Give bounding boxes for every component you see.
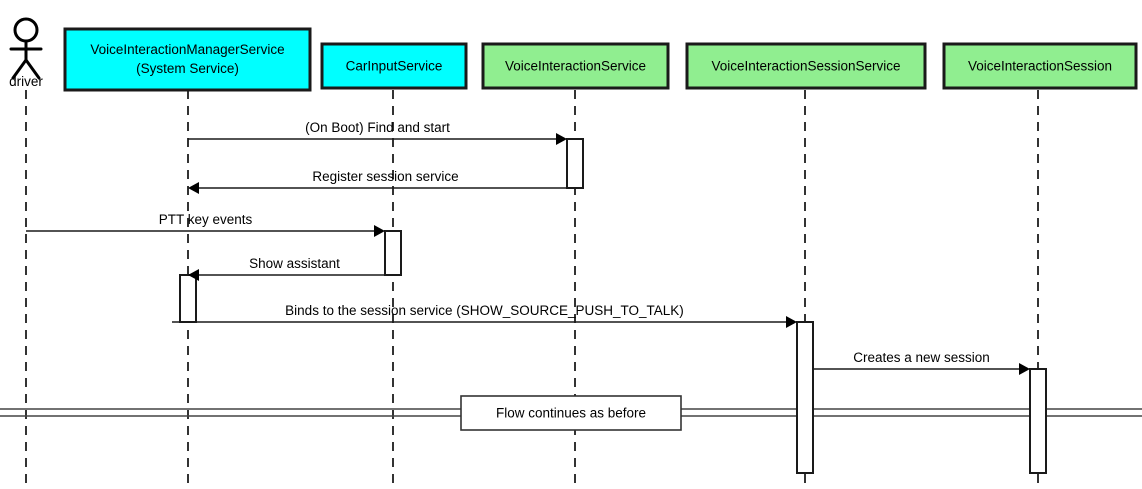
activation-bar-act-vims-1 bbox=[179, 274, 197, 323]
message-msg-on-boot-find-and-start: (On Boot) Find and start bbox=[188, 120, 567, 145]
message-label: Register session service bbox=[312, 169, 458, 184]
participant-box[interactable] bbox=[481, 42, 670, 90]
participant-label-line2: (System Service) bbox=[136, 61, 239, 76]
arrowhead-icon bbox=[188, 182, 199, 194]
arrowhead-icon bbox=[188, 269, 199, 281]
participant-label-line1: VoiceInteractionManagerService bbox=[90, 42, 284, 57]
message-msg-show-assistant: Show assistant bbox=[188, 256, 401, 281]
activations-layer bbox=[179, 138, 1047, 474]
arrowhead-icon bbox=[1019, 363, 1030, 375]
message-label: Binds to the session service (SHOW_SOURC… bbox=[285, 303, 684, 318]
divider-box bbox=[460, 395, 682, 431]
participant-label-line1: VoiceInteractionService bbox=[505, 59, 646, 74]
participants-layer: VoiceInteractionManagerService (System Se… bbox=[63, 27, 1138, 92]
arrowhead-icon bbox=[374, 225, 385, 237]
participant-carinput[interactable]: CarInputService bbox=[320, 42, 468, 90]
participant-box[interactable] bbox=[63, 27, 312, 92]
activation-bar-act-vis-1 bbox=[566, 138, 584, 189]
activation-bar-act-carinput-1 bbox=[384, 230, 402, 276]
activation-bar-act-visession-1 bbox=[1029, 368, 1047, 474]
participant-label-line1: VoiceInteractionSession bbox=[968, 59, 1112, 74]
message-msg-creates-a-new-session: Creates a new session bbox=[813, 350, 1030, 375]
actor-layer: driver bbox=[9, 17, 43, 89]
arrowhead-icon bbox=[556, 133, 567, 145]
divider-label: Flow continues as before bbox=[496, 406, 646, 421]
actor-label: driver bbox=[9, 74, 43, 89]
participant-box[interactable] bbox=[942, 42, 1138, 90]
message-msg-register-session-service: Register session service bbox=[188, 169, 583, 194]
participant-box[interactable] bbox=[685, 42, 927, 90]
participant-label-line1: VoiceInteractionSessionService bbox=[711, 59, 900, 74]
driver-actor[interactable]: driver bbox=[9, 17, 43, 89]
actor-leg-right-icon bbox=[24, 58, 41, 80]
message-msg-ptt-key-events: PTT key events bbox=[26, 212, 385, 237]
participant-label-line1: CarInputService bbox=[346, 59, 443, 74]
participant-vis[interactable]: VoiceInteractionService bbox=[481, 42, 670, 90]
message-label: Show assistant bbox=[249, 256, 340, 271]
message-label: (On Boot) Find and start bbox=[305, 120, 450, 135]
participant-vims[interactable]: VoiceInteractionManagerService (System Se… bbox=[63, 27, 312, 92]
activation-bar-act-viss-1 bbox=[796, 321, 814, 474]
message-label: PTT key events bbox=[159, 212, 253, 227]
participant-visession[interactable]: VoiceInteractionSession bbox=[942, 42, 1138, 90]
divider-layer: Flow continues as before bbox=[0, 395, 1142, 431]
actor-head-icon bbox=[13, 17, 39, 43]
actor-leg-left-icon bbox=[11, 58, 28, 80]
arrowhead-icon bbox=[786, 316, 797, 328]
participant-box[interactable] bbox=[320, 42, 468, 90]
message-label: Creates a new session bbox=[853, 350, 990, 365]
participant-viss[interactable]: VoiceInteractionSessionService bbox=[685, 42, 927, 90]
message-msg-binds-to-session-service: Binds to the session service (SHOW_SOURC… bbox=[172, 303, 797, 328]
